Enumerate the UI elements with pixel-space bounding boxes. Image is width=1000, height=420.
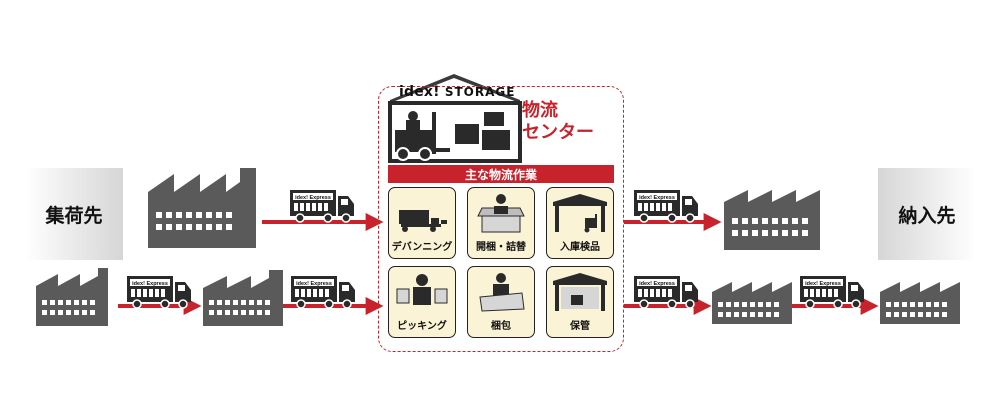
origin-label: 集荷先	[25, 168, 123, 260]
brand-sub: STORAGE	[445, 85, 516, 99]
truck-text: idex! Express	[639, 281, 675, 287]
task-tile-packing: 梱包	[467, 266, 535, 338]
truck-icon-bottom-right-1: idex! Express	[634, 276, 698, 308]
task-label: 梱包	[468, 317, 534, 332]
task-tile-storage: 保管	[546, 266, 614, 338]
brand-main: idex!	[399, 84, 440, 100]
factory-icon-destination-bottom-2	[880, 282, 960, 324]
task-label: デバンニング	[389, 238, 455, 253]
task-label: 入庫検品	[547, 238, 613, 253]
factory-icon-destination-top	[724, 190, 820, 250]
task-tile-picking: ピッキング	[388, 266, 456, 338]
truck-icon-bottom-right-2: idex! Express	[800, 276, 864, 308]
truck-icon-top-left: idex! Express	[290, 190, 354, 222]
task-tile-unpacking: 開梱・詰替	[467, 187, 535, 259]
picking-icon	[393, 271, 451, 313]
truck-text: idex! Express	[295, 195, 331, 201]
truck-text: idex! Express	[805, 281, 841, 287]
factory-icon-origin-top	[148, 168, 256, 248]
task-tile-devanning: デバンニング	[388, 187, 456, 259]
truck-text: idex! Express	[296, 281, 332, 287]
truck-icon-bottom-2: idex! Express	[291, 276, 355, 308]
task-tile-inbound-inspection: 入庫検品	[546, 187, 614, 259]
task-label: ピッキング	[389, 317, 455, 332]
center-title-line2: センター	[522, 122, 594, 144]
unpacking-icon	[472, 192, 530, 234]
truck-icon-top-right: idex! Express	[634, 190, 698, 222]
brand-logo: idex! STORAGE	[399, 84, 515, 100]
task-label: 開梱・詰替	[468, 238, 534, 253]
packing-icon	[472, 271, 530, 313]
center-title-line1: 物流	[522, 100, 594, 122]
storage-icon	[551, 271, 609, 313]
task-label: 保管	[547, 317, 613, 332]
factory-icon-origin-bottom-1	[36, 268, 108, 326]
center-title: 物流 センター	[522, 100, 594, 144]
warehouse-inbound-icon	[551, 192, 609, 234]
truck-icon-bottom-1: idex! Express	[127, 276, 191, 308]
factory-icon-origin-bottom-2	[203, 270, 283, 326]
main-tasks-bar: 主な物流作業	[388, 165, 614, 183]
truck-text: idex! Express	[639, 195, 675, 201]
destination-label: 納入先	[878, 168, 976, 260]
truck-text: idex! Express	[132, 281, 168, 287]
container-unloading-icon	[393, 192, 451, 234]
factory-icon-destination-bottom-1	[712, 282, 792, 324]
